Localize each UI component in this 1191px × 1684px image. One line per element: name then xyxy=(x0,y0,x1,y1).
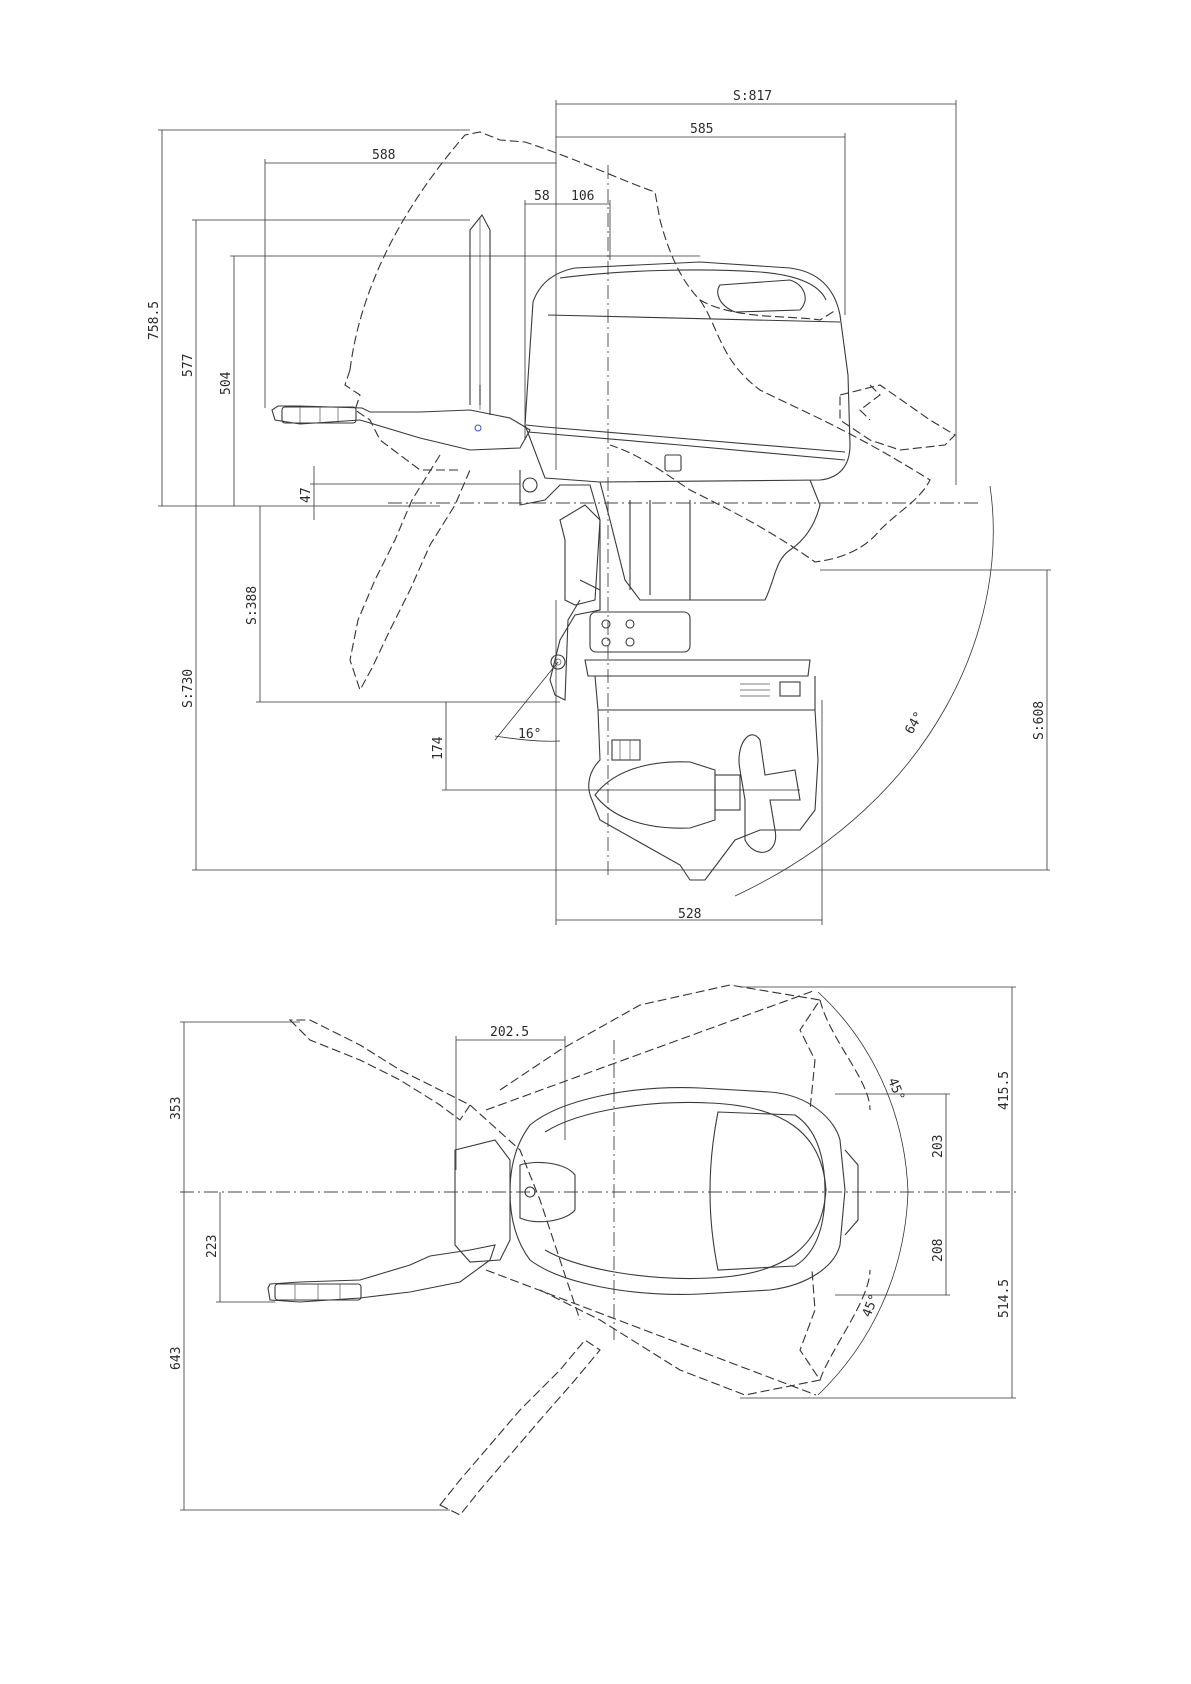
prop-hub xyxy=(715,775,740,810)
dim-cav-plate: 174 xyxy=(431,736,446,760)
dim-right-upper: 203 xyxy=(931,1135,946,1158)
cowl-latch xyxy=(718,280,805,312)
dim-steer-angle-upper: 45° xyxy=(884,1076,907,1103)
dim-shaft-mid: S:388 xyxy=(245,586,260,625)
dim-shaft-total: S:730 xyxy=(181,669,196,708)
dim-height-tiller: 577 xyxy=(181,354,196,377)
torpedo-housing xyxy=(595,762,715,828)
steered-tiller-lower xyxy=(440,1340,600,1515)
trim-tab xyxy=(780,682,800,696)
tiller-top-view xyxy=(268,1245,495,1302)
steered-cowl-left xyxy=(500,985,820,1110)
lower-unit-gearcase xyxy=(589,710,818,880)
dim-top-width: 585 xyxy=(690,122,713,137)
cowl-top-latch xyxy=(710,1112,825,1270)
dim-trim-angle: 16° xyxy=(518,727,541,742)
dim-base-width: 528 xyxy=(678,907,701,922)
anti-cavitation-plate xyxy=(585,660,810,676)
dim-tiller-offset: 223 xyxy=(205,1235,220,1258)
dim-tilt-angle: 64° xyxy=(902,709,927,737)
dim-height-cowl: 504 xyxy=(219,371,234,395)
transom-clamp-bracket xyxy=(520,470,600,700)
dim-offset-a: 58 xyxy=(534,189,550,204)
water-intake xyxy=(612,740,640,760)
tilted-tiller-outline xyxy=(350,455,470,690)
dim-left-lower: 643 xyxy=(169,1347,184,1370)
tilted-lower-unit-outline xyxy=(610,300,930,562)
cowl-top-view xyxy=(510,1088,845,1295)
dim-lower-span: S:608 xyxy=(1032,701,1047,740)
dim-tilt-width: S:817 xyxy=(733,89,772,104)
top-bracket xyxy=(455,1140,510,1262)
tilted-cowl-outline xyxy=(350,132,836,370)
dim-clamp-drop: 47 xyxy=(299,487,314,503)
midsection xyxy=(600,480,820,600)
dim-right-lower-total: 514.5 xyxy=(997,1279,1012,1318)
tilted-clamp-outline xyxy=(345,370,460,470)
top-view: 202.5 353 643 223 415.5 514.5 203 208 45 xyxy=(169,985,1020,1515)
cowl-emblem xyxy=(665,455,681,471)
dim-tiller-reach: 588 xyxy=(372,148,395,163)
dim-bracket-width: 202.5 xyxy=(490,1025,529,1040)
clamp-pivot xyxy=(523,478,537,492)
engine-cowl xyxy=(525,262,850,482)
dim-offset-b: 106 xyxy=(571,189,594,204)
tiller-arm xyxy=(272,406,530,450)
throttle-indicator-icon xyxy=(475,425,481,431)
steered-tiller-upper xyxy=(290,1020,470,1120)
dim-right-upper-total: 415.5 xyxy=(997,1071,1012,1110)
tilted-propeller xyxy=(840,385,955,450)
dim-left-upper: 353 xyxy=(169,1097,184,1120)
dim-height-total: 758.5 xyxy=(147,301,162,340)
side-view: S:817 585 588 58 106 758.5 577 504 47 xyxy=(147,89,1051,925)
dim-right-lower: 208 xyxy=(931,1239,946,1262)
